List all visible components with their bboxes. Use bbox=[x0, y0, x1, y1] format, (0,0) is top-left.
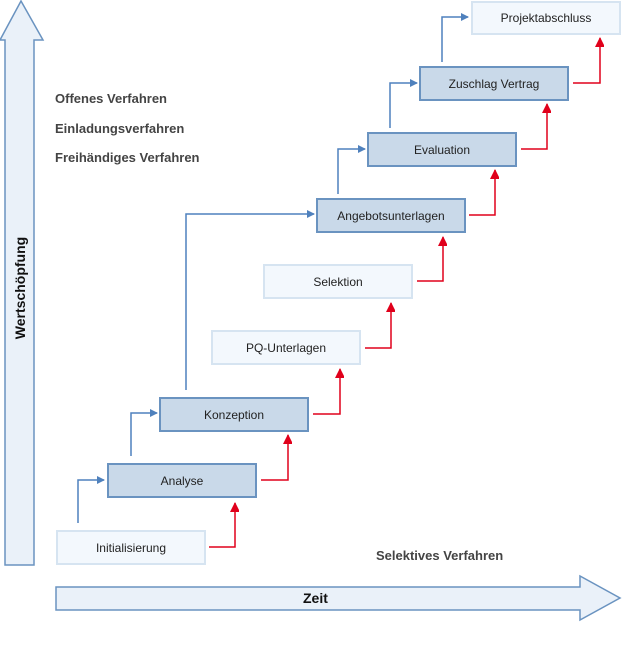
step-zuschlag-vertrag: Zuschlag Vertrag bbox=[419, 66, 569, 101]
procedure-freihaendig: Freihändiges Verfahren bbox=[55, 150, 200, 165]
step-angebotsunterlagen: Angebotsunterlagen bbox=[316, 198, 466, 233]
step-initialisierung: Initialisierung bbox=[56, 530, 206, 565]
step-selektion: Selektion bbox=[263, 264, 413, 299]
procedure-selektiv: Selektives Verfahren bbox=[376, 548, 504, 563]
step-projektabschluss: Projektabschluss bbox=[471, 1, 621, 35]
blue-connectors bbox=[77, 13, 469, 523]
procedure-offenes: Offenes Verfahren bbox=[55, 91, 167, 106]
procedure-einladung: Einladungsverfahren bbox=[55, 121, 185, 136]
step-evaluation: Evaluation bbox=[367, 132, 517, 167]
y-axis-arrow bbox=[0, 0, 45, 566]
step-konzeption: Konzeption bbox=[159, 397, 309, 432]
step-pq-unterlagen: PQ-Unterlagen bbox=[211, 330, 361, 365]
step-analyse: Analyse bbox=[107, 463, 257, 498]
y-axis-label: Wertschöpfung bbox=[12, 236, 28, 340]
red-connectors bbox=[209, 38, 600, 548]
x-axis-arrow bbox=[55, 574, 622, 622]
x-axis-label: Zeit bbox=[303, 590, 328, 606]
